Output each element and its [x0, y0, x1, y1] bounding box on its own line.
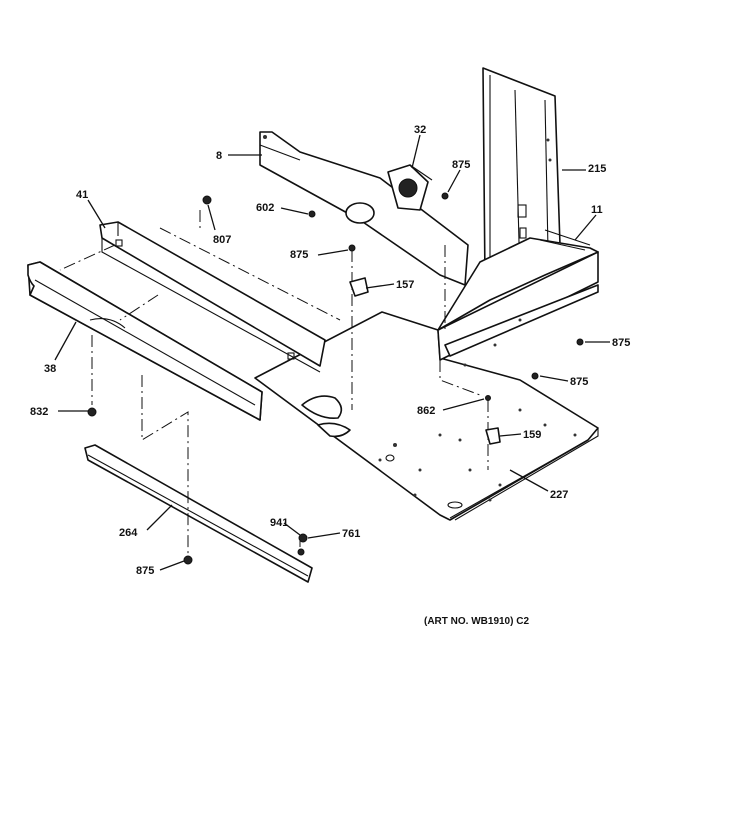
callout-602: 602 — [256, 202, 274, 214]
callout-157: 157 — [396, 279, 414, 291]
callout-875-bottom: 875 — [136, 565, 154, 577]
callout-875-right: 875 — [612, 337, 630, 349]
base-plate-227 — [254, 311, 599, 521]
callout-labels: 8 32 875 215 41 602 11 807 875 157 875 3… — [30, 124, 630, 577]
fan-32 — [387, 164, 433, 211]
callout-761: 761 — [342, 528, 360, 540]
callout-875-top: 875 — [452, 159, 470, 171]
callout-227: 227 — [550, 489, 568, 501]
leader-lines — [54, 134, 610, 571]
fasteners — [87, 192, 584, 565]
callout-862: 862 — [417, 405, 435, 417]
bottom-trim-264 — [84, 444, 313, 583]
callout-807: 807 — [213, 234, 231, 246]
callout-11: 11 — [591, 204, 603, 216]
callout-41: 41 — [76, 189, 88, 201]
callout-875-lower-right: 875 — [570, 376, 588, 388]
assembly-lines — [59, 210, 489, 555]
callout-941: 941 — [270, 517, 288, 529]
callout-215: 215 — [588, 163, 606, 175]
callout-832: 832 — [30, 406, 48, 418]
art-number: (ART NO. WB1910) C2 — [424, 616, 529, 627]
callout-32: 32 — [414, 124, 426, 136]
callout-159: 159 — [523, 429, 541, 441]
control-panel-38 — [27, 261, 263, 421]
control-frame-41 — [99, 221, 326, 373]
callout-38: 38 — [44, 363, 56, 375]
rear-bracket-11 — [437, 229, 599, 367]
vent-panel-8 — [259, 131, 469, 286]
callout-264: 264 — [119, 527, 138, 539]
callout-875-mid: 875 — [290, 249, 308, 261]
callout-8: 8 — [216, 150, 222, 162]
